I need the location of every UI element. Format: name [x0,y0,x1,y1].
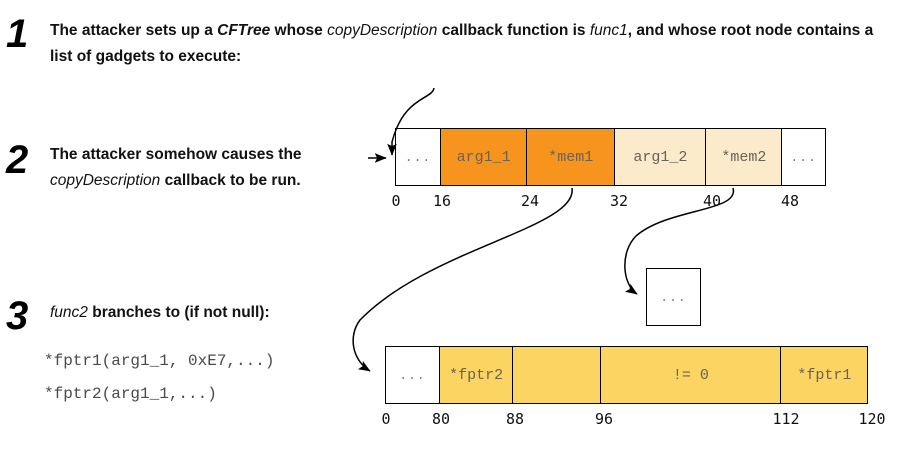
arrow-mem1-to-bottom-row [352,187,573,372]
memory-cell: arg1_2 [613,128,707,186]
memory-row-bottom: ...*fptr2 != 0*fptr1 [385,346,869,404]
pointed-to-node-box: ... [646,268,701,326]
memory-cell: *fptr2 [438,346,514,404]
memory-cell: != 0 [599,346,782,404]
body-text: whose [270,22,328,39]
offset-tick-label: 96 [594,410,614,428]
offset-tick-label: 80 [431,410,451,428]
body-text: callback function is [437,22,590,39]
step-text-2: The attacker somehow causes the copyDesc… [50,142,350,194]
memory-cell: ... [395,128,441,186]
offset-tick-label: 0 [381,410,391,428]
offset-tick-label: 120 [858,410,886,428]
body-text: branches to (if not null): [87,304,270,321]
step-text-1: The attacker sets up a CFTree whose copy… [50,18,880,70]
code-identifier: func1 [589,22,628,39]
memory-cell: ... [385,346,440,404]
emphasis-text: CFTree [217,22,271,39]
memory-cell: arg1_1 [439,128,528,186]
memory-cell [512,346,602,404]
body-text: The attacker somehow causes the [50,146,302,163]
step-number-3: 3 [6,294,28,338]
offset-tick-label: 88 [505,410,525,428]
step-number-1: 1 [6,12,28,56]
memory-cell: *fptr1 [780,346,869,404]
offset-tick-label: 48 [780,192,800,210]
offset-tick-label: 112 [772,410,800,428]
offset-tick-label: 32 [609,192,629,210]
code-identifier: func2 [50,304,88,321]
memory-cell: *mem1 [526,128,616,186]
body-text: The attacker sets up a [50,22,218,39]
body-text: callback to be run. [160,172,301,189]
offset-tick-label: 40 [702,192,722,210]
code-identifier: copyDescription [327,22,438,39]
memory-cell: *mem2 [705,128,783,186]
step-text-3: func2 branches to (if not null): [50,300,350,326]
offset-tick-label: 24 [520,192,540,210]
code-line-fptr1: *fptr1(arg1_1, 0xE7,...) [44,352,275,370]
code-line-fptr2: *fptr2(arg1_1,...) [44,385,217,403]
offset-tick-label: 0 [391,192,401,210]
offset-tick-label: 16 [432,192,452,210]
memory-cell: ... [781,128,827,186]
code-identifier: copyDescription [50,172,161,189]
body-text: , and whose root node contains a list of… [50,22,874,65]
step-number-2: 2 [6,138,28,182]
